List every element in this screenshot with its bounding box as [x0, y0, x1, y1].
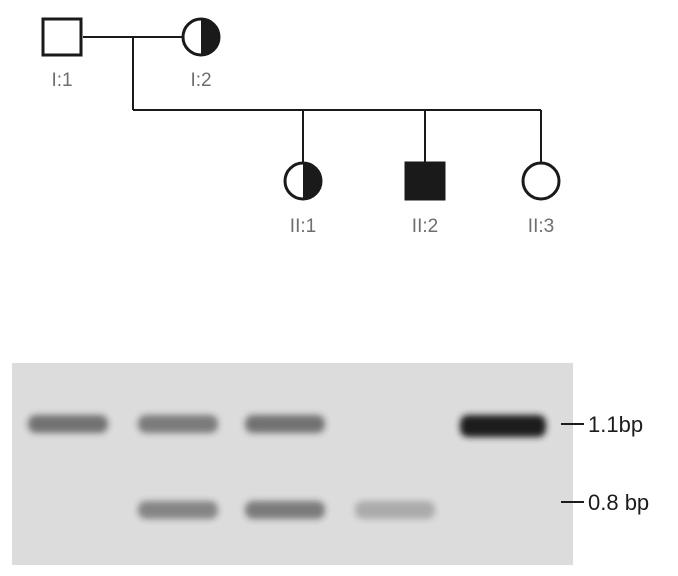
gel-band-lane-5-upper: [460, 415, 546, 437]
gel-background: [12, 363, 573, 565]
individual-label: I:1: [51, 70, 72, 91]
gel-band-lane-3-upper: [245, 415, 325, 433]
individual-II-2: II:2: [404, 161, 446, 237]
individual-label: II:3: [528, 216, 554, 237]
individual-II-1: II:1: [283, 161, 323, 237]
gel-band-lane-2-lower: [138, 501, 218, 519]
female-symbol: [521, 161, 561, 201]
individual-label: II:1: [290, 216, 316, 237]
individual-I-2: I:2: [181, 17, 221, 91]
gel-panel: 1.1bp 0.8 bp: [12, 363, 649, 565]
individual-label: II:2: [412, 216, 438, 237]
pedigree-chart: I:1 I:2 II:1 II:2 II:3: [41, 17, 561, 237]
band-size-label-upper: 1.1bp: [588, 412, 643, 437]
gel-band-lane-4-lower: [355, 501, 435, 519]
male-symbol: [41, 17, 83, 57]
gel-bands: [28, 415, 546, 519]
individual-I-1: I:1: [41, 17, 83, 91]
carrier-half-fill: [303, 163, 321, 199]
gel-band-lane-3-lower: [245, 501, 325, 519]
male-symbol-affected: [404, 161, 446, 201]
carrier-half-fill: [201, 19, 219, 55]
individual-label: I:2: [190, 70, 211, 91]
gel-band-lane-2-upper: [138, 415, 218, 433]
band-size-label-lower: 0.8 bp: [588, 490, 649, 515]
individual-II-3: II:3: [521, 161, 561, 237]
gel-band-lane-1-upper: [28, 415, 108, 433]
